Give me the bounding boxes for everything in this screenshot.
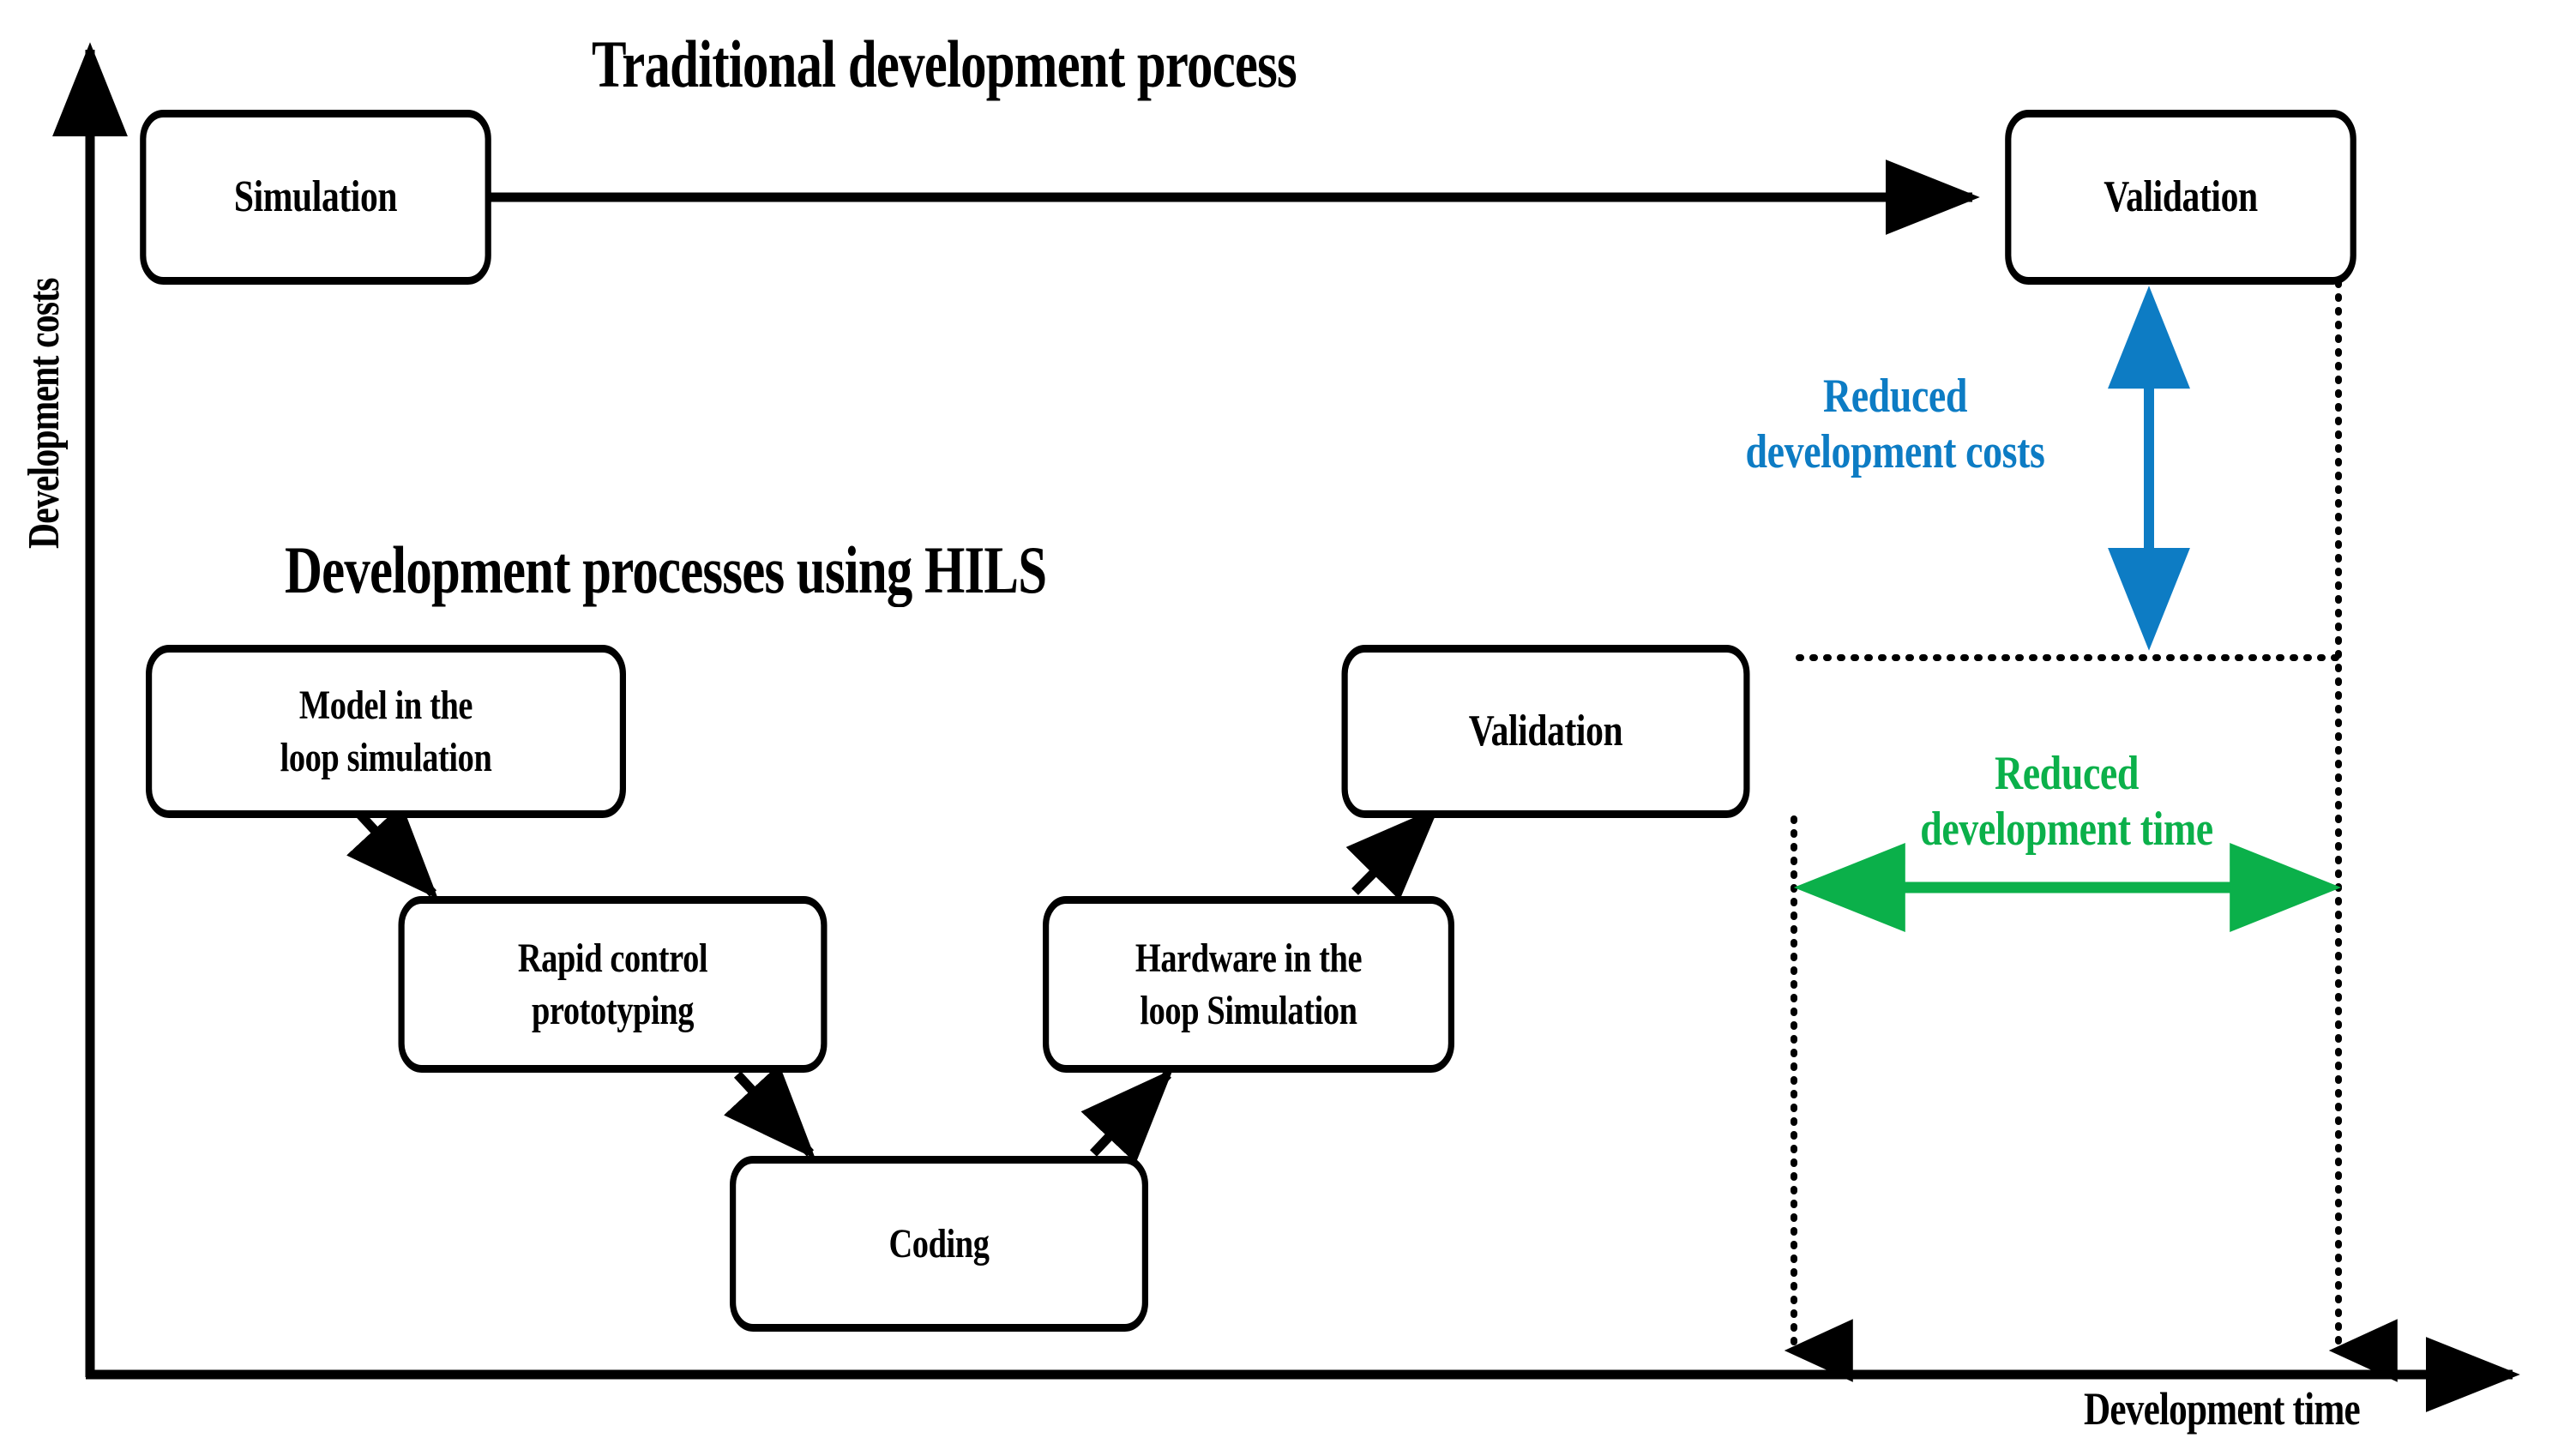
process-box-coding[interactable]: Coding	[730, 1156, 1148, 1332]
process-box-label: Simulation	[233, 171, 398, 221]
arrow-hils-to-validation	[1345, 806, 1440, 900]
process-box-label: Hardware in the loop Simulation	[1135, 935, 1363, 1033]
x-axis-label: Development time	[2084, 1383, 2361, 1435]
process-box-label: Rapid control prototyping	[517, 935, 708, 1033]
process-box-validation-traditional[interactable]: Validation	[2005, 110, 2356, 285]
process-box-label: Validation	[1468, 706, 1623, 755]
process-box-label: Coding	[888, 1220, 990, 1266]
reduced-development-costs-label: Reduced development costs	[1745, 370, 2045, 478]
process-box-label: Validation	[2104, 171, 2258, 221]
process-box-validation-hils[interactable]: Validation	[1341, 645, 1750, 818]
traditional-process-title: Traditional development process	[592, 27, 1297, 101]
hils-process-title: Development processes using HILS	[285, 532, 1047, 607]
y-axis-label: Development costs	[20, 278, 69, 549]
reduced-development-time-label: Reduced development time	[1920, 747, 2213, 856]
process-box-simulation[interactable]: Simulation	[140, 110, 491, 285]
arrow-rapid-to-coding	[724, 1063, 816, 1159]
arrow-coding-to-hils	[1080, 1068, 1174, 1164]
process-box-label: Model in the loop simulation	[280, 682, 492, 780]
process-box-hardware-in-the-loop[interactable]: Hardware in the loop Simulation	[1043, 896, 1454, 1073]
arrow-model-to-rapid	[346, 803, 438, 899]
process-box-rapid-control-prototyping[interactable]: Rapid control prototyping	[398, 896, 828, 1073]
process-box-model-in-the-loop[interactable]: Model in the loop simulation	[146, 645, 626, 818]
